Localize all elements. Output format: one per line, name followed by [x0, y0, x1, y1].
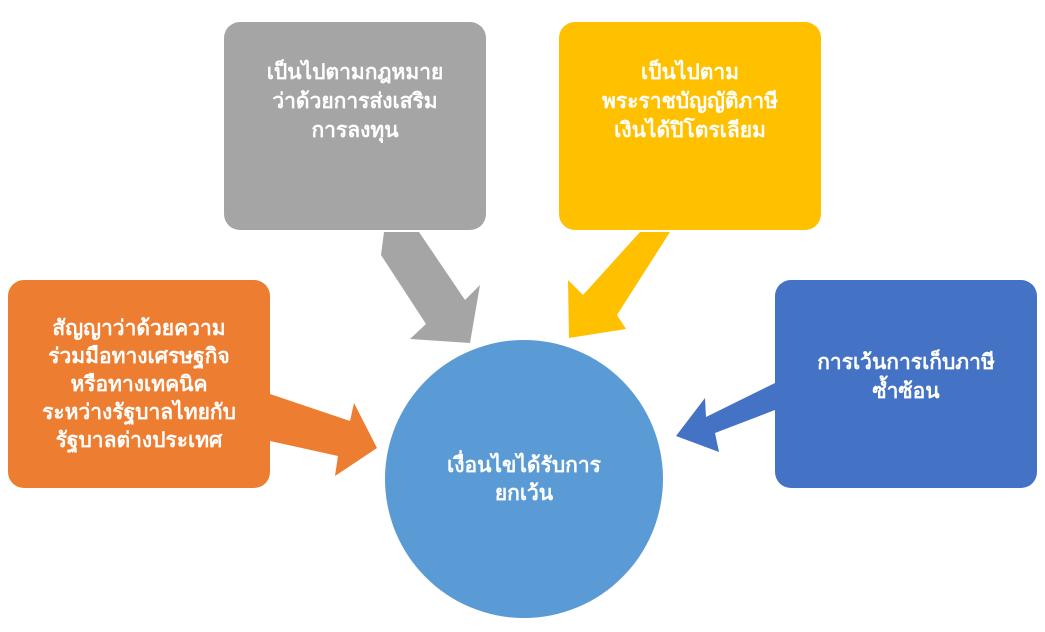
investment-law-box: เป็นไปตามกฎหมาย ว่าด้วยการส่งเสริม การลง…	[224, 22, 486, 230]
investment-line-3: การลงทุน	[311, 117, 399, 142]
double-tax-box: การเว้นการเก็บภาษี ซ้ำซ้อน	[775, 280, 1037, 488]
arrow-investment	[381, 232, 480, 343]
government-agreement-text: สัญญาว่าด้วยความ ร่วมมือทางเศรษฐกิจ หรือ…	[42, 314, 236, 454]
arrow-agreement	[270, 394, 377, 476]
center-line-1: เงื่อนไขได้รับการ	[447, 453, 601, 477]
petroleum-tax-box: เป็นไปตาม พระราชบัญญัติภาษี เงินได้ปิโตร…	[559, 22, 821, 230]
petroleum-line-3: เงินได้ปิโตรเลียม	[614, 117, 766, 142]
exemption-conditions-circle: เงื่อนไขได้รับการ ยกเว้น	[385, 340, 663, 618]
arrow-petroleum	[568, 232, 670, 338]
agreement-line-2: ร่วมมือทางเศรษฐกิจ	[48, 344, 230, 368]
agreement-line-5: รัฐบาลต่างประเทศ	[55, 428, 223, 452]
investment-law-text: เป็นไปตามกฎหมาย ว่าด้วยการส่งเสริม การลง…	[267, 58, 444, 145]
agreement-line-4: ระหว่างรัฐบาลไทยกับ	[42, 400, 236, 424]
arrow-double-tax	[676, 383, 775, 452]
double-tax-line-2: ซ้ำซ้อน	[872, 379, 940, 403]
petroleum-line-2: พระราชบัญญัติภาษี	[602, 88, 778, 113]
center-line-2: ยกเว้น	[494, 481, 554, 505]
exemption-conditions-text: เงื่อนไขได้รับการ ยกเว้น	[447, 451, 601, 507]
petroleum-tax-text: เป็นไปตาม พระราชบัญญัติภาษี เงินได้ปิโตร…	[602, 58, 778, 145]
petroleum-line-1: เป็นไปตาม	[640, 59, 740, 84]
investment-line-1: เป็นไปตามกฎหมาย	[266, 59, 444, 84]
double-tax-line-1: การเว้นการเก็บภาษี	[817, 350, 995, 374]
government-agreement-box: สัญญาว่าด้วยความ ร่วมมือทางเศรษฐกิจ หรือ…	[8, 280, 270, 488]
investment-line-2: ว่าด้วยการส่งเสริม	[272, 88, 438, 113]
agreement-line-3: หรือทางเทคนิค	[70, 372, 208, 396]
agreement-line-1: สัญญาว่าด้วยความ	[52, 316, 226, 340]
double-tax-text: การเว้นการเก็บภาษี ซ้ำซ้อน	[817, 348, 995, 406]
